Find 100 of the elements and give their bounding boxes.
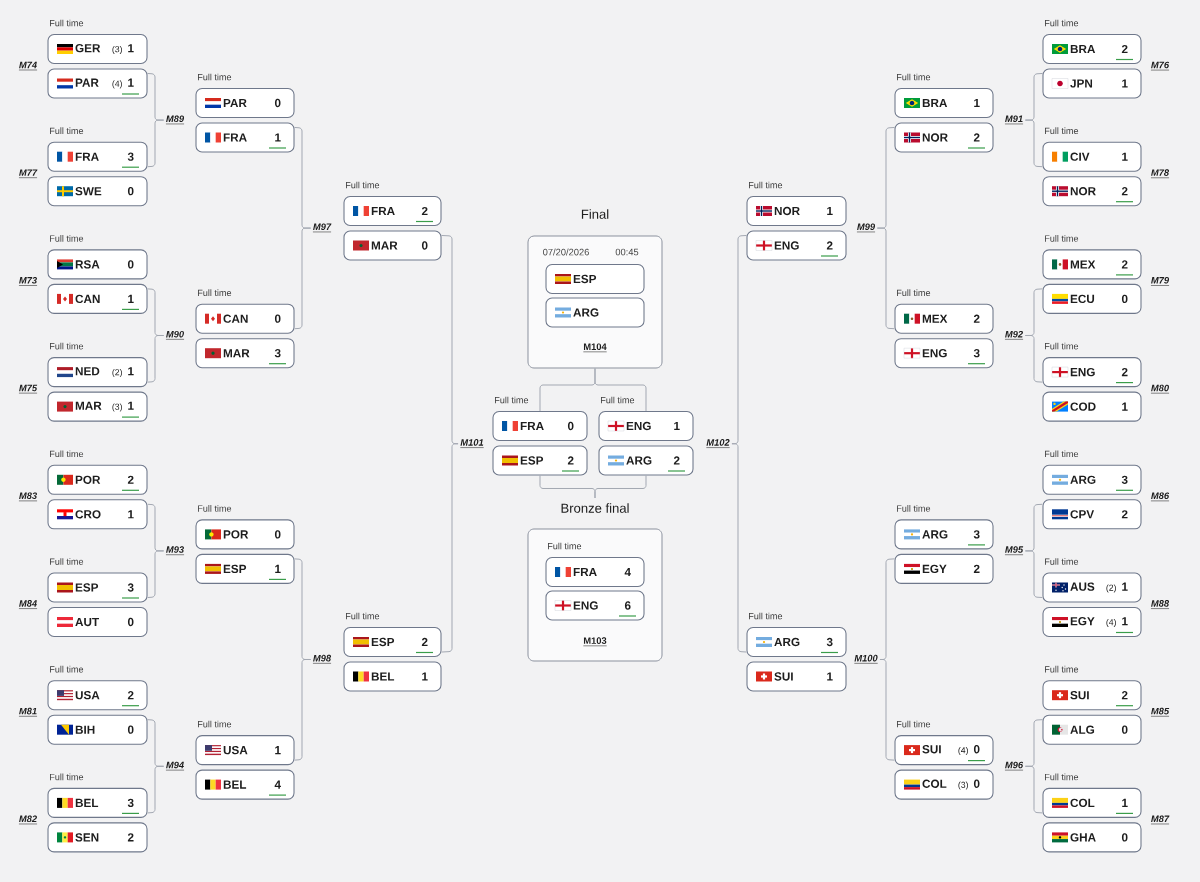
- status-text: Full time: [346, 612, 380, 620]
- team-box: FRA 3: [47, 141, 148, 172]
- team-box: BIH 0: [47, 714, 148, 745]
- team-box: BRA 2: [1042, 33, 1142, 65]
- team-box: CIV 1: [1042, 141, 1142, 172]
- node-label: 3: [127, 583, 134, 592]
- match-link: M102: [706, 439, 730, 448]
- status-text: Full time: [50, 558, 84, 565]
- status-text: Full time: [346, 181, 380, 189]
- status-text: Full time: [897, 720, 931, 728]
- match-link: M77: [18, 169, 38, 178]
- match-link: M92: [1004, 330, 1024, 340]
- status-text: Full time: [749, 181, 783, 189]
- node-label: CIV: [1070, 152, 1090, 161]
- node-label: BEL: [75, 798, 99, 807]
- team-box: JPN 1: [1042, 68, 1142, 99]
- team-box: GHA 0: [1042, 822, 1142, 853]
- bracket-line: [147, 550, 165, 599]
- bracket-line: [294, 227, 312, 330]
- match-link: M84: [18, 600, 38, 609]
- match-link: M99: [856, 223, 876, 233]
- node-label: 1: [827, 672, 833, 681]
- team-box: USA 1: [195, 735, 295, 766]
- match-link: M81: [18, 707, 38, 717]
- team-box: POR 2: [47, 464, 148, 495]
- match-link: M78: [1150, 169, 1170, 179]
- node-label: 2: [127, 833, 134, 842]
- team-box: ENG 2: [1042, 357, 1142, 388]
- round-title: Bronze final: [561, 503, 629, 513]
- status-text: Full time: [749, 612, 783, 620]
- team-box: SUI 1: [746, 661, 847, 692]
- node-label: 1: [1122, 79, 1128, 88]
- team-box: FRA 4: [545, 556, 645, 588]
- team-box: MAR 3: [195, 338, 295, 369]
- status-text: Full time: [1045, 235, 1079, 242]
- team-box: CAN 0: [195, 303, 295, 334]
- team-box: ESP 2: [343, 626, 442, 658]
- match-link: M90: [165, 330, 185, 340]
- status-text: Full time: [897, 505, 931, 512]
- bracket-line: [294, 659, 312, 761]
- team-box: NOR 1: [746, 195, 847, 227]
- match-link: M79: [1150, 277, 1170, 286]
- bracket-line: [147, 335, 165, 383]
- team-box: NOR 2: [1042, 176, 1142, 207]
- match-link: M87: [1150, 815, 1170, 825]
- status-text: Full time: [495, 396, 529, 404]
- date-text: 00:45: [615, 248, 639, 256]
- team-box: COL 1: [1042, 787, 1142, 818]
- team-box: BRA 1: [894, 87, 994, 119]
- status-text: Full time: [897, 73, 931, 81]
- status-text: Full time: [1045, 342, 1079, 350]
- status-text: Full time: [198, 289, 232, 296]
- match-link: M80: [1150, 384, 1170, 394]
- bracket-line: [731, 443, 747, 653]
- bracket-line: [147, 119, 165, 168]
- team-box: BEL 3: [47, 787, 148, 818]
- team-box: ESP 1: [195, 553, 295, 584]
- status-text: Full time: [50, 235, 84, 242]
- match-link: M101: [460, 439, 484, 448]
- team-box: USA 2: [47, 680, 148, 711]
- date-text: 07/20/2026: [543, 248, 589, 256]
- status-text: Full time: [50, 127, 84, 134]
- team-box: ARG: [545, 297, 645, 328]
- team-box: ESP: [545, 263, 645, 295]
- match-link: M76: [1150, 61, 1170, 71]
- team-box: ENG 2: [746, 230, 847, 261]
- bracket-line: [147, 765, 165, 814]
- match-link: M100: [854, 654, 878, 664]
- team-box: COL (3) 0: [894, 769, 994, 800]
- match-link: M91: [1004, 115, 1024, 125]
- match-link: M74: [18, 61, 38, 71]
- match-link: M85: [1150, 707, 1170, 717]
- team-box: ESP 2: [492, 445, 588, 476]
- status-text: Full time: [50, 450, 84, 458]
- status-text: Full time: [198, 505, 232, 512]
- team-box: ARG 3: [894, 519, 994, 550]
- status-text: Full time: [1045, 450, 1079, 458]
- team-box: EGY 2: [894, 553, 994, 584]
- node-label: 1: [1122, 152, 1128, 161]
- team-box: ENG 1: [598, 410, 694, 442]
- team-box: FRA 0: [492, 410, 588, 442]
- match-link: M86: [1150, 492, 1170, 502]
- bracket-line: [1024, 765, 1043, 814]
- team-box: AUT 0: [47, 606, 148, 638]
- node-label: SUI: [1070, 691, 1089, 700]
- team-box: RSA 0: [47, 249, 148, 280]
- round-title: Final: [581, 209, 609, 219]
- team-box: NOR 2: [894, 122, 994, 153]
- node-label: ESP: [75, 583, 99, 592]
- team-box: CRO 1: [47, 499, 148, 530]
- status-text: Full time: [897, 289, 931, 296]
- node-label: SEN: [75, 833, 99, 842]
- team-box: BEL 1: [343, 661, 442, 692]
- team-box: ALG 0: [1042, 714, 1142, 745]
- bracket-line: [876, 227, 895, 330]
- node-label: SUI: [774, 672, 793, 681]
- team-box: SWE 0: [47, 176, 148, 207]
- team-box: NED (2) 1: [47, 357, 148, 388]
- team-box: ARG 2: [598, 445, 694, 476]
- team-box: ESP 3: [47, 572, 148, 603]
